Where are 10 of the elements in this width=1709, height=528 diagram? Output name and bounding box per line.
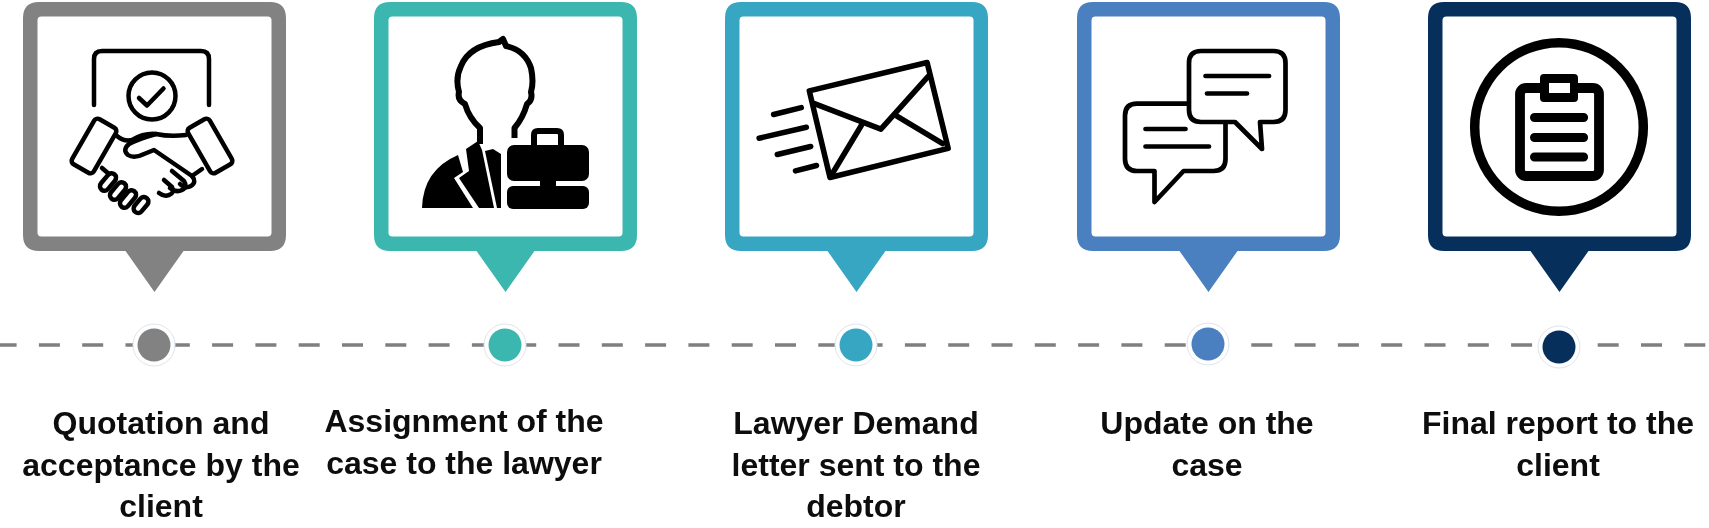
step-label: Assignment of the case to the lawyer bbox=[323, 402, 605, 483]
step-label: Quotation and acceptance by the client bbox=[21, 404, 301, 526]
callout-box bbox=[1076, 2, 1340, 292]
step-label: Lawyer Demand letter sent to the debtor bbox=[730, 404, 982, 526]
callout-box bbox=[724, 2, 988, 292]
step-label: Update on the case bbox=[1099, 404, 1315, 485]
callout-box bbox=[373, 2, 637, 292]
callout-box bbox=[22, 2, 286, 292]
step-label: Final report to the client bbox=[1421, 404, 1695, 485]
callout-box bbox=[1427, 2, 1691, 292]
